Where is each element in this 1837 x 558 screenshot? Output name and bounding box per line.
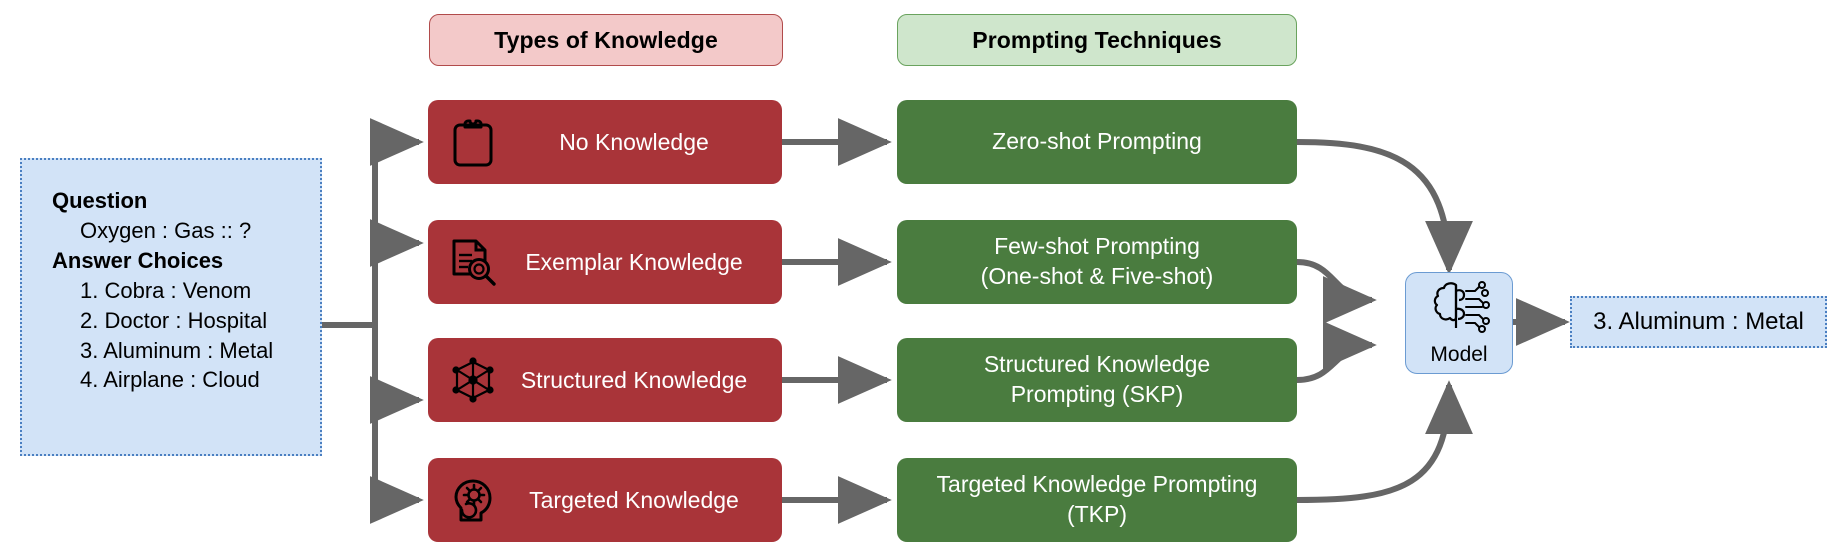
output-box: 3. Aluminum : Metal xyxy=(1570,296,1827,348)
wire-skp-to-model xyxy=(1296,321,1377,383)
prompting-label-few-shot-line1: Few-shot Prompting xyxy=(994,233,1200,260)
prompting-box-zero-shot[interactable]: Zero-shot Prompting xyxy=(897,100,1297,184)
prompting-box-few-shot[interactable]: Few-shot Prompting (One-shot & Five-shot… xyxy=(897,220,1297,304)
knowledge-label-targeted-knowledge: Targeted Knowledge xyxy=(529,486,739,513)
answer-choice-1: 1. Cobra : Venom xyxy=(80,277,252,303)
clipboard-icon xyxy=(442,111,504,173)
prompting-label-tkp-line1: Targeted Knowledge Prompting xyxy=(936,471,1258,498)
answer-choice-2: 2. Doctor : Hospital xyxy=(80,307,268,333)
knowledge-box-exemplar-knowledge[interactable]: Exemplar Knowledge xyxy=(428,220,782,304)
answer-choice-3: 3. Aluminum : Metal xyxy=(80,337,274,363)
header-prompting-techniques-label: Prompting Techniques xyxy=(972,26,1222,53)
knowledge-box-structured-knowledge[interactable]: Structured Knowledge xyxy=(428,338,782,422)
prompting-label-zero-shot: Zero-shot Prompting xyxy=(992,128,1202,155)
prompting-box-tkp[interactable]: Targeted Knowledge Prompting (TKP) xyxy=(897,458,1297,542)
answer-choices-label: Answer Choices xyxy=(52,247,224,273)
question-label: Question xyxy=(52,188,148,213)
question-text: Oxygen : Gas :: ? xyxy=(80,217,252,243)
knowledge-label-no-knowledge: No Knowledge xyxy=(559,128,709,155)
header-types-of-knowledge: Types of Knowledge xyxy=(429,14,783,66)
prompting-box-skp[interactable]: Structured Knowledge Prompting (SKP) xyxy=(897,338,1297,422)
wire-fewshot-to-model xyxy=(1296,259,1377,324)
prompting-label-skp-line2: Prompting (SKP) xyxy=(1010,381,1184,407)
prompting-label-skp-line1: Structured Knowledge xyxy=(983,351,1211,378)
knowledge-box-no-knowledge[interactable]: No Knowledge xyxy=(428,100,782,184)
prompting-label-tkp-line2: (TKP) xyxy=(1066,501,1128,527)
brain-circuit-icon xyxy=(1426,279,1492,341)
answer-choice-4: 4. Airplane : Cloud xyxy=(80,367,260,393)
question-box: Question Oxygen : Gas :: ? Answer Choice… xyxy=(20,158,322,456)
header-types-of-knowledge-label: Types of Knowledge xyxy=(494,26,718,53)
knowledge-box-targeted-knowledge[interactable]: Targeted Knowledge xyxy=(428,458,782,542)
prompting-label-few-shot-line2: (One-shot & Five-shot) xyxy=(980,263,1214,289)
knowledge-label-exemplar-knowledge: Exemplar Knowledge xyxy=(525,248,743,275)
header-prompting-techniques: Prompting Techniques xyxy=(897,14,1297,66)
wire-tkp-to-model xyxy=(1296,380,1473,503)
output-text: 3. Aluminum : Metal xyxy=(1593,308,1804,335)
document-magnifier-icon xyxy=(442,231,504,293)
knowledge-label-structured-knowledge: Structured Knowledge xyxy=(520,366,748,393)
model-box[interactable]: Model xyxy=(1405,272,1513,374)
head-gear-icon xyxy=(442,469,504,531)
knowledge-graph-icon xyxy=(442,349,504,411)
model-label: Model xyxy=(1430,343,1488,366)
wire-zeroshot-to-model xyxy=(1296,139,1473,275)
